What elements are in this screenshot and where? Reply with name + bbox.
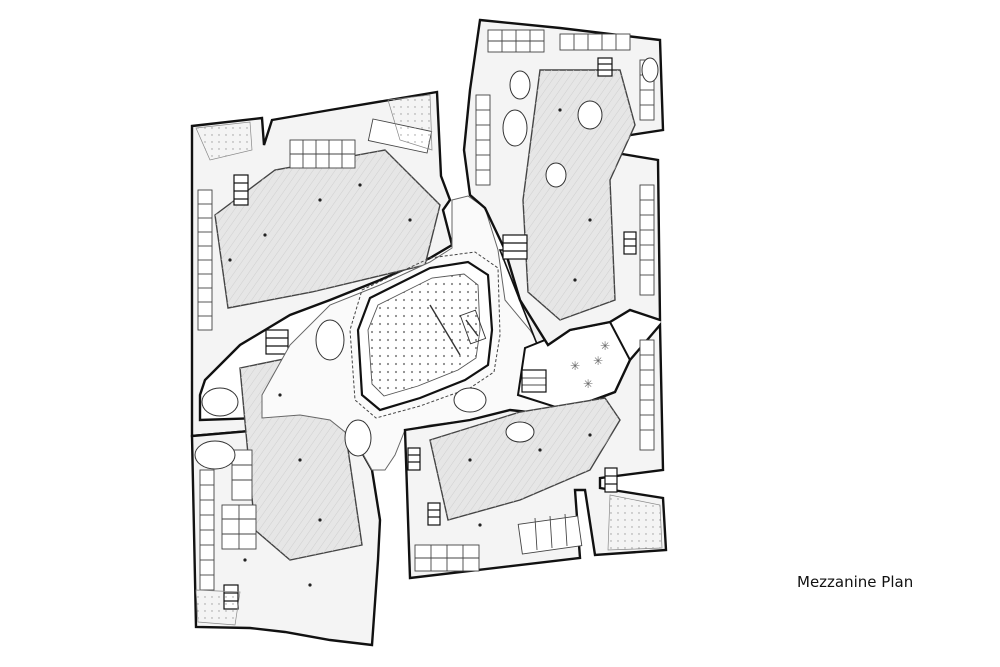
stair-cores-southeast bbox=[407, 447, 618, 526]
svg-text:✳: ✳ bbox=[570, 359, 580, 373]
arena-divider-2 bbox=[465, 319, 479, 337]
stair-cores-northeast bbox=[502, 57, 637, 260]
southwest-room-grid bbox=[221, 449, 257, 550]
southeast-room-grid bbox=[414, 339, 655, 572]
svg-text:✳: ✳ bbox=[600, 339, 610, 353]
arena-step-block bbox=[459, 309, 487, 345]
pod-rooms bbox=[194, 57, 659, 470]
link-node-stars: ✳ ✳ ✳ ✳ bbox=[570, 339, 610, 391]
plan-caption: Mezzanine Plan bbox=[797, 573, 914, 591]
svg-text:✳: ✳ bbox=[593, 354, 603, 368]
building-southeast bbox=[403, 321, 668, 580]
west-cell-strip bbox=[197, 189, 215, 591]
link-node-core bbox=[521, 369, 547, 393]
hall-northeast-texture bbox=[523, 70, 635, 320]
arena-divider bbox=[429, 304, 461, 356]
svg-text:✳: ✳ bbox=[583, 377, 593, 391]
arena-ring bbox=[349, 251, 501, 419]
structural-columns bbox=[228, 108, 592, 587]
hall-northwest-texture bbox=[215, 150, 440, 308]
hall-southeast-texture bbox=[430, 398, 620, 520]
arena-seating bbox=[367, 273, 481, 397]
landscape-patches bbox=[195, 94, 663, 626]
building-northwest bbox=[190, 90, 454, 438]
